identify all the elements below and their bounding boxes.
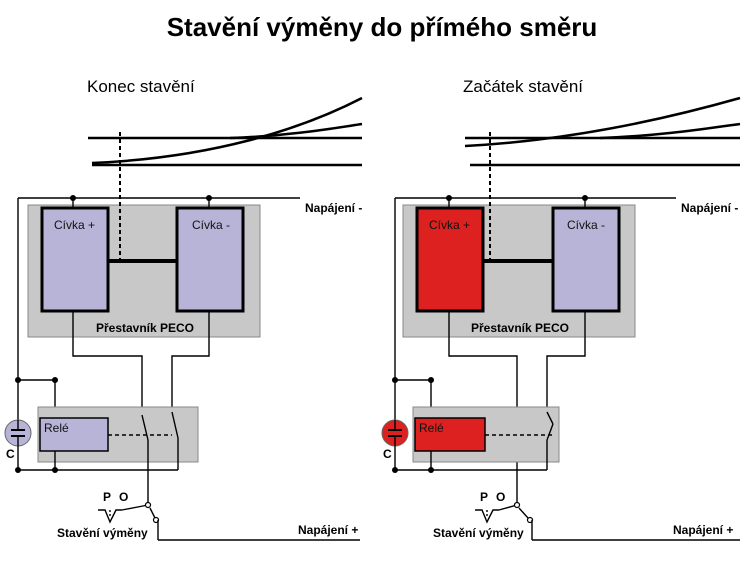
- switch-blade: [518, 507, 529, 519]
- diagram-title: Stavění výměny do přímého směru: [167, 12, 598, 42]
- relay-contact: [546, 411, 554, 425]
- coil-plus: [40, 206, 110, 313]
- panel-subtitle: Konec stavění: [87, 77, 195, 96]
- panel-start-of-setting: Začátek stavění Napájení - Přestavník PE…: [381, 77, 741, 541]
- switch-symbol[interactable]: [98, 509, 122, 524]
- relay-coil: [414, 417, 486, 452]
- peco-label: Přestavník PECO: [471, 321, 569, 335]
- switch-symbol[interactable]: [475, 509, 499, 524]
- coil-minus-label: Cívka -: [567, 218, 605, 232]
- switch-label: Stavění výměny: [57, 526, 148, 540]
- turnout-rails: [88, 96, 363, 167]
- relay-contact: [546, 423, 554, 441]
- turnout-rails: [464, 96, 741, 167]
- relay-coil: [39, 417, 109, 452]
- switch-o-label: O: [119, 490, 128, 504]
- junction: [392, 467, 398, 473]
- relay-contact: [141, 414, 149, 441]
- coil-plus-label: Cívka +: [54, 218, 95, 232]
- capacitor-label: C: [383, 447, 392, 461]
- power-minus-label: Napájení -: [681, 201, 738, 215]
- wire: [546, 311, 586, 412]
- panel-subtitle: Začátek stavění: [463, 77, 583, 96]
- wire: [171, 311, 210, 412]
- coil-plus-label: Cívka +: [429, 218, 470, 232]
- power-minus-label: Napájení -: [305, 201, 362, 215]
- switch-p-label: P: [103, 490, 111, 504]
- switch-contact: [513, 501, 521, 509]
- relay-contact: [171, 411, 179, 439]
- peco-label: Přestavník PECO: [96, 321, 194, 335]
- switch-p-label: P: [480, 490, 488, 504]
- wire: [121, 504, 149, 511]
- switch-label: Stavění výměny: [433, 526, 524, 540]
- switch-contact: [144, 501, 152, 509]
- coil-minus: [551, 206, 621, 313]
- relay-label: Relé: [44, 421, 69, 435]
- panel-end-of-setting: Konec stavění Napájení - Přestavník PECO…: [4, 77, 363, 541]
- switch-o-label: O: [496, 490, 505, 504]
- wire: [72, 311, 143, 415]
- relay-label: Relé: [419, 421, 444, 435]
- junction: [15, 467, 21, 473]
- power-plus-label: Napájení +: [298, 523, 358, 537]
- power-plus-label: Napájení +: [673, 523, 733, 537]
- wire: [498, 504, 518, 511]
- capacitor-label: C: [6, 447, 15, 461]
- coil-minus-label: Cívka -: [192, 218, 230, 232]
